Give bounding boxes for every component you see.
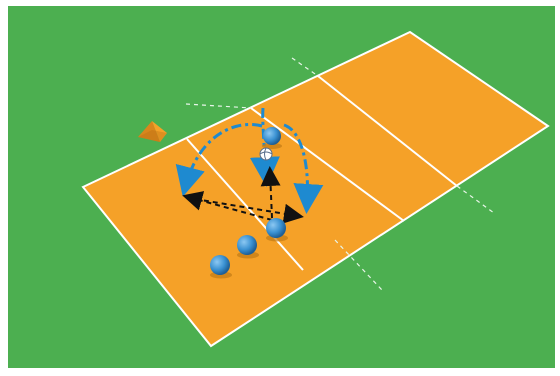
player-4 xyxy=(210,255,232,279)
net-extension-top xyxy=(185,103,252,109)
move-arrow-left xyxy=(182,191,273,221)
line3-extension-top xyxy=(291,57,319,77)
pass-arrow-right xyxy=(283,123,324,214)
volleyball-icon xyxy=(259,147,273,161)
court-line-1 xyxy=(186,138,304,271)
player-3 xyxy=(237,235,259,259)
player-1 xyxy=(262,127,282,149)
cone-icon xyxy=(138,121,167,142)
move-arrow-up xyxy=(260,166,281,219)
court-line-3 xyxy=(317,75,458,187)
court-line-net xyxy=(250,107,405,222)
pass-arrow-down xyxy=(249,107,280,187)
player-2 xyxy=(266,218,288,242)
pass-arrow-left xyxy=(175,122,263,197)
net-extension-bottom xyxy=(334,239,383,291)
